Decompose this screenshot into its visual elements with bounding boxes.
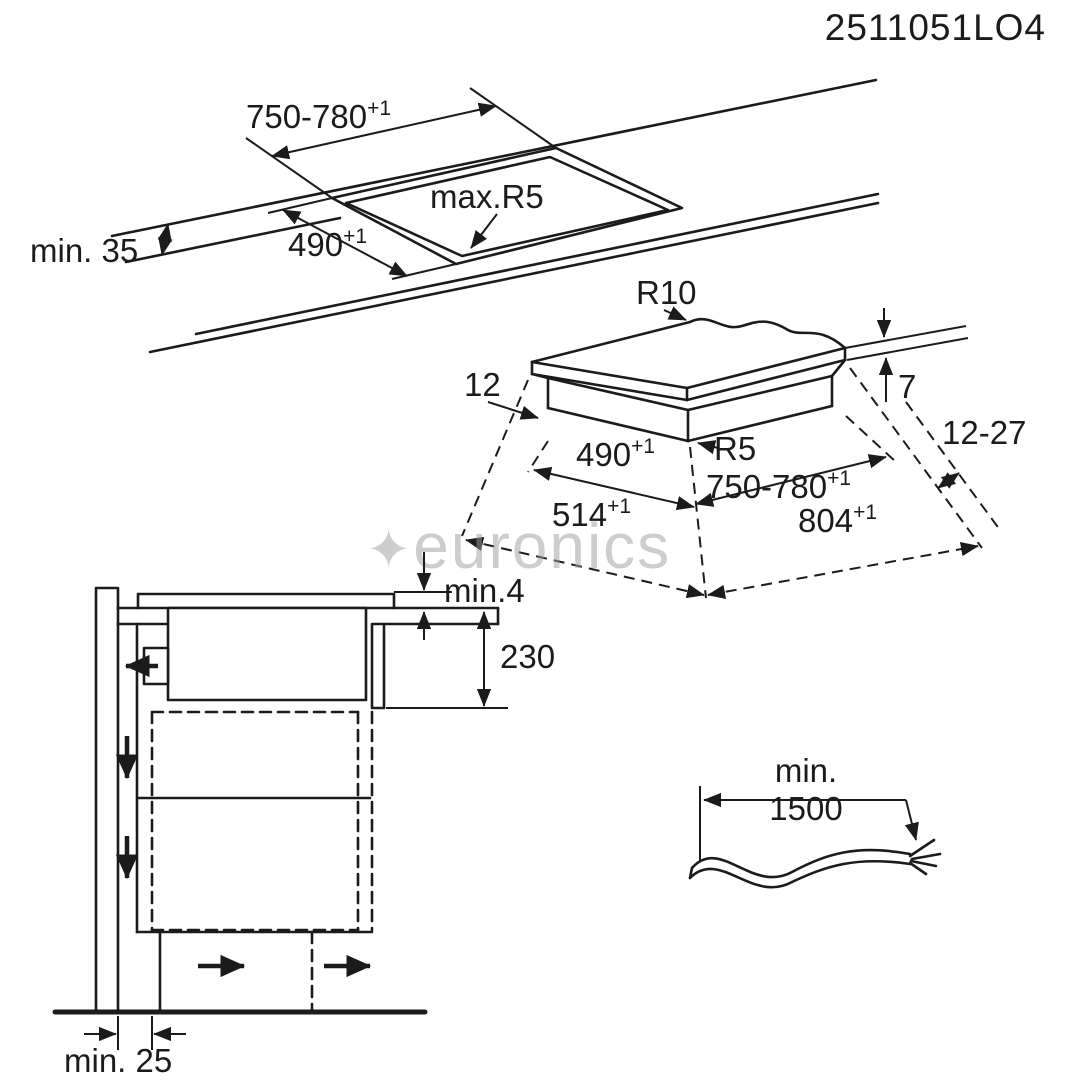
dim-top-clearance: min.4 <box>444 572 525 609</box>
dim-top-radius: R10 <box>636 274 697 311</box>
dim-side-gap: 12-27 <box>942 414 1026 451</box>
section-dimension-lines <box>84 552 508 1050</box>
watermark: ✦euronics <box>366 510 671 582</box>
r10-leader-arrow <box>663 306 687 321</box>
dim-glass-thickness: 7 <box>898 368 916 405</box>
hob-glass-section <box>136 592 396 610</box>
cutout-edge-panel <box>370 622 386 710</box>
total-depth-arrow <box>465 536 705 599</box>
dim-hob-width: 750-780+1 <box>706 467 851 505</box>
max-r5-leader-arrow <box>470 213 498 249</box>
thickness-12-arrow <box>487 401 539 420</box>
dim-bottom-radius: R5 <box>714 430 756 467</box>
wall-hatched <box>94 586 120 1014</box>
cable-drawing <box>688 838 942 889</box>
cutout-depth-arrow <box>282 209 408 277</box>
euronics-star-icon: ✦ <box>366 520 413 580</box>
airflow-arrows <box>115 654 372 978</box>
hob-profile-view <box>530 317 847 443</box>
side-gap-arrow <box>937 472 960 489</box>
r5-leader-arrow <box>697 440 719 455</box>
dim-max-corner-radius: max.R5 <box>430 178 544 215</box>
total-width-arrow <box>707 541 979 600</box>
cable-min-label: min. <box>775 752 837 789</box>
dim-total-width: 804+1 <box>798 501 877 539</box>
dim-front-distance: min. 35 <box>30 232 138 269</box>
cable-dimension-lines <box>699 786 919 862</box>
dim-left-thickness: 12 <box>464 366 501 403</box>
broken-edge-wavy-line <box>688 317 847 350</box>
watermark-text: euronics <box>413 510 671 582</box>
top-view-dimension-lines <box>157 87 557 280</box>
doc-number: 2511051LO4 <box>825 7 1046 48</box>
front-distance-arrow <box>157 223 173 256</box>
dim-wall-clearance: min. 25 <box>64 1042 172 1079</box>
hob-body-section <box>166 606 368 702</box>
cutout-outline-outer <box>330 146 684 266</box>
dim-hob-depth: 490+1 <box>576 435 655 473</box>
dim-cutout-width: 750-780+1 <box>246 97 391 135</box>
dim-cutout-depth: 490+1 <box>288 225 367 263</box>
dim-total-depth: 514+1 <box>552 495 631 533</box>
hob-view-dimension-lines <box>461 306 1001 600</box>
dim-cavity-height: 230 <box>500 638 555 675</box>
cutout-width-arrow <box>271 102 497 160</box>
hob-depth-arrow <box>533 466 695 511</box>
hob-width-arrow <box>695 454 887 507</box>
cabinet-section-view <box>52 586 500 1015</box>
cutout-outline-inner <box>344 155 670 258</box>
cable-length: 1500 <box>769 790 842 827</box>
cable-length-arrow-right <box>904 799 919 841</box>
